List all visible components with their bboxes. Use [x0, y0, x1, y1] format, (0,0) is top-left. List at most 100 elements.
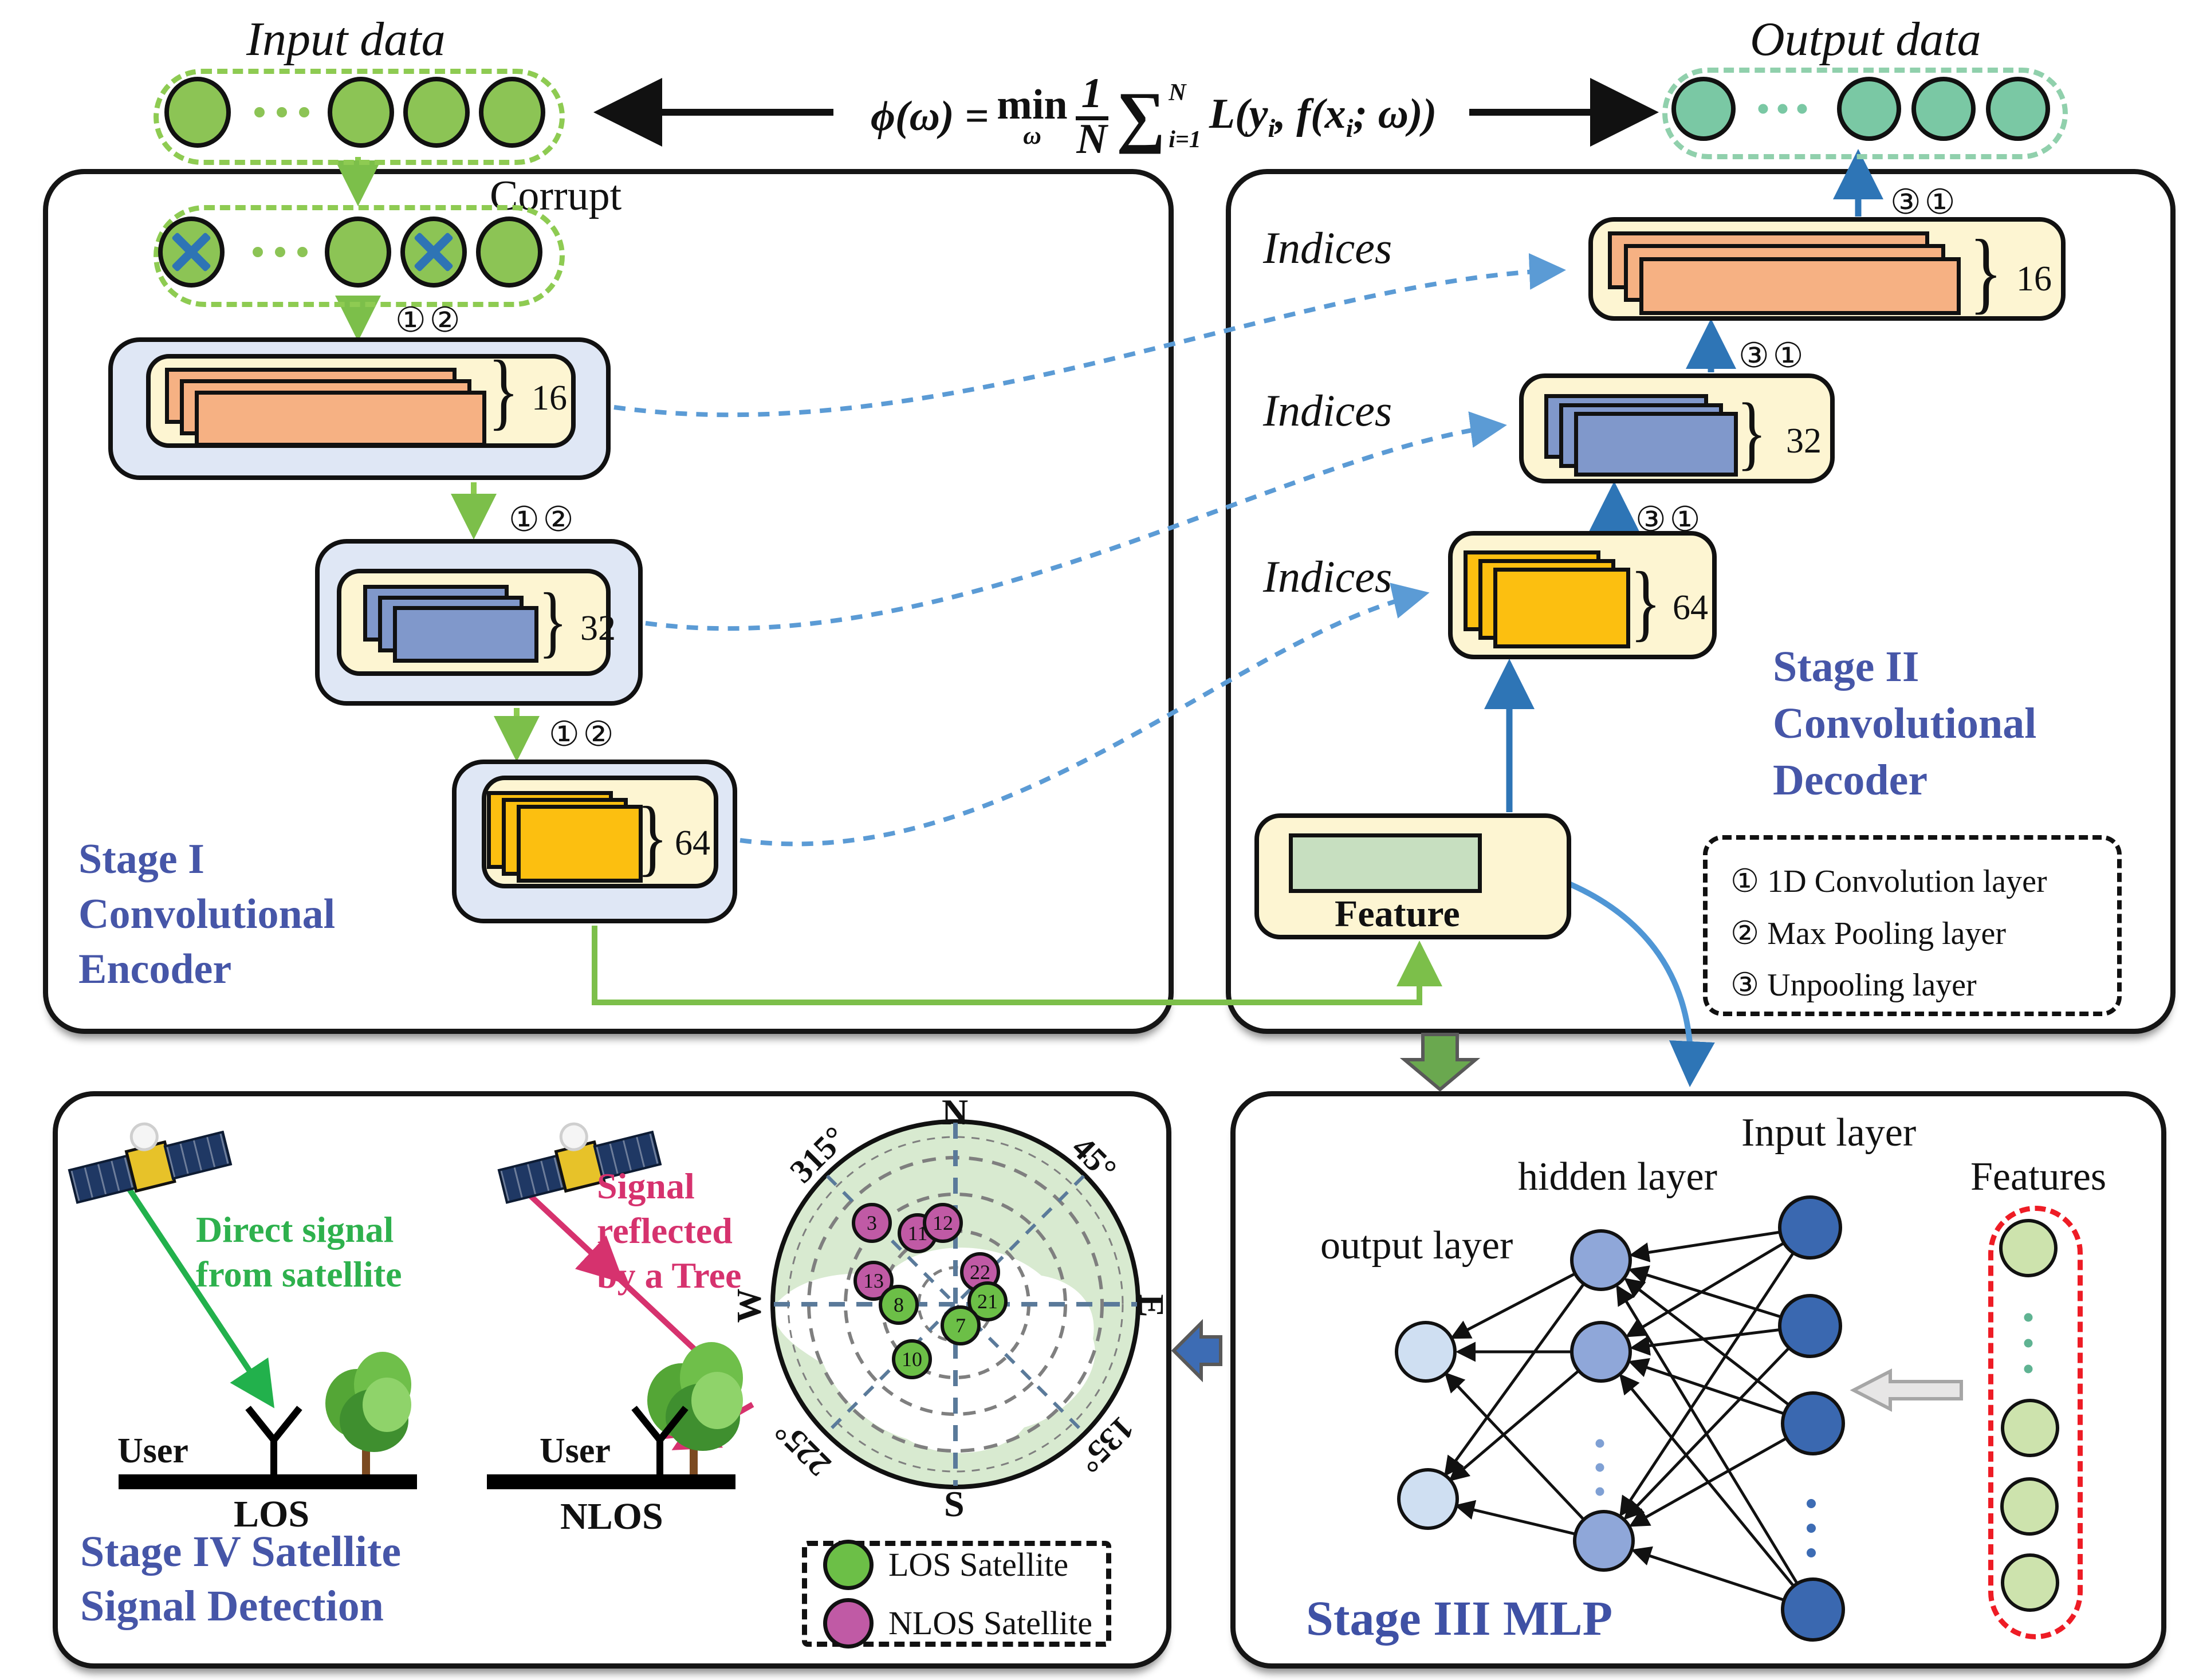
feature-neuron [2001, 1399, 2059, 1457]
input-neuron [164, 77, 231, 148]
ellipsis-dot [1797, 104, 1807, 114]
hidden-layer-label: hidden layer [1518, 1155, 1717, 1199]
output-data-capsule [1662, 68, 2068, 159]
ground-bar-nlos [487, 1474, 735, 1489]
output-neuron [1671, 77, 1736, 141]
feature-map-blue [393, 606, 538, 663]
loss-formula: ϕ(ω) = min ω 1 N ∑ N i=1 L(yi, f(xi; ω)) [871, 72, 1437, 160]
reflected-signal-label: Signal reflected by a Tree [597, 1164, 741, 1298]
compass-n: N [942, 1092, 969, 1132]
legend-unpool-layer: ③ Unpooling layer [1730, 967, 1977, 1004]
nlos-label: NLOS [560, 1496, 663, 1537]
mlp-hidden-node [1570, 1229, 1632, 1291]
corrupted-neuron [325, 217, 391, 288]
satellite-marker: 10 [892, 1339, 932, 1379]
input-neuron [328, 77, 394, 148]
input-data-capsule [154, 69, 565, 165]
feature-vector-rect [1289, 833, 1482, 893]
mlp-input-ellipsis [1807, 1548, 1816, 1557]
features-ellipsis [2024, 1364, 2033, 1374]
output-neuron [1837, 77, 1901, 141]
corrupted-neuron [476, 217, 542, 288]
direct-signal-line2: from satellite [196, 1254, 402, 1295]
dec-channels-16: 16 [2016, 259, 2052, 298]
satellite-marker: 12 [923, 1203, 963, 1243]
stage4-title-line2: Signal Detection [80, 1582, 384, 1630]
ellipsis-dot [275, 247, 285, 257]
brace-16: } [488, 343, 519, 438]
reflected-line1: Signal [597, 1166, 695, 1206]
mlp-edges [1444, 1226, 1815, 1611]
stage2-title-line1: Stage II [1773, 643, 1919, 691]
mlp-input-node [1778, 1195, 1842, 1260]
indices-label-3: Indices [1263, 552, 1392, 601]
nlos-swatch-icon [823, 1598, 874, 1648]
output-layer-label: output layer [1320, 1223, 1513, 1268]
ellipsis-dot [253, 247, 263, 257]
feature-label: Feature [1335, 893, 1460, 935]
features-to-network-arrow [1850, 1368, 1963, 1412]
compass-e: E [1132, 1294, 1171, 1317]
legend-pool-layer: ② Max Pooling layer [1730, 915, 2007, 951]
solar-panel [68, 1154, 137, 1204]
feature-neuron [1999, 1219, 2058, 1277]
brace-64: } [637, 789, 668, 884]
ellipsis-dot [1758, 104, 1768, 114]
nlos-legend-label: NLOS Satellite [888, 1604, 1093, 1642]
satellite-marker: 7 [941, 1305, 981, 1345]
feature-neuron [2001, 1553, 2059, 1612]
mlp-hidden-ellipsis [1595, 1439, 1604, 1448]
formula-sum: ∑ N i=1 [1116, 78, 1201, 155]
reflected-line3: by a Tree [597, 1255, 742, 1296]
corrupted-data-capsule [154, 205, 565, 307]
stage2-to-stage3-block-arrow [1399, 1033, 1481, 1092]
ellipsis-dot [254, 107, 265, 117]
compass-w: W [730, 1288, 768, 1323]
enc-step-label-2: ①② [509, 499, 577, 540]
ellipsis-dot [1777, 104, 1788, 114]
antenna-icon [631, 1406, 689, 1477]
stage3-title: Stage III MLP [1306, 1591, 1613, 1646]
enc-channels-64: 64 [675, 824, 710, 863]
ground-bar-los [119, 1474, 417, 1489]
mlp-hidden-ellipsis [1595, 1463, 1604, 1472]
mlp-input-node [1781, 1577, 1845, 1642]
mlp-input-node [1781, 1391, 1845, 1455]
enc-channels-32: 32 [580, 609, 616, 648]
dec-channels-32: 32 [1786, 422, 1822, 461]
feature-map-orange [1639, 257, 1961, 315]
formula-lhs: ϕ(ω) = [871, 92, 989, 140]
compass-s: S [944, 1484, 965, 1524]
dec-channels-64: 64 [1673, 588, 1708, 627]
indices-label-2: Indices [1263, 385, 1392, 435]
stage2-title: Stage II Convolutional Decoder [1773, 639, 2036, 808]
incident-midway-arrowhead [575, 1235, 624, 1284]
stage4-title-line1: Stage IV Satellite [80, 1528, 402, 1576]
layer-legend-box: ① 1D Convolution layer ② Max Pooling lay… [1703, 835, 2122, 1016]
satellite-marker: 13 [853, 1261, 894, 1301]
dec-step-label-top: ③① [1890, 182, 1959, 222]
feature-map-gold [1493, 568, 1630, 648]
direct-signal-line1: Direct signal [196, 1209, 394, 1250]
features-label: Features [1970, 1155, 2107, 1199]
mlp-output-node [1397, 1468, 1459, 1530]
feature-map-blue [1574, 412, 1738, 477]
brace-32: } [538, 577, 568, 666]
mlp-hidden-node [1573, 1510, 1635, 1572]
corrupted-neuron-x [158, 217, 225, 288]
brace-d16: } [1969, 221, 2003, 322]
ellipsis-dot [299, 107, 309, 117]
formula-loss: L(yi, f(xi; ω)) [1209, 90, 1437, 143]
input-layer-label: Input layer [1741, 1111, 1917, 1155]
solar-panel [163, 1130, 233, 1181]
los-label: LOS [234, 1493, 310, 1535]
ellipsis-dot [297, 247, 308, 257]
output-neuron [1986, 77, 2050, 141]
stage2-title-line3: Decoder [1773, 756, 1928, 804]
features-ellipsis [2024, 1313, 2033, 1322]
features-capsule [1988, 1206, 2083, 1639]
user2-label: User [540, 1431, 611, 1470]
stage3-to-stage4-block-arrow [1171, 1319, 1222, 1383]
